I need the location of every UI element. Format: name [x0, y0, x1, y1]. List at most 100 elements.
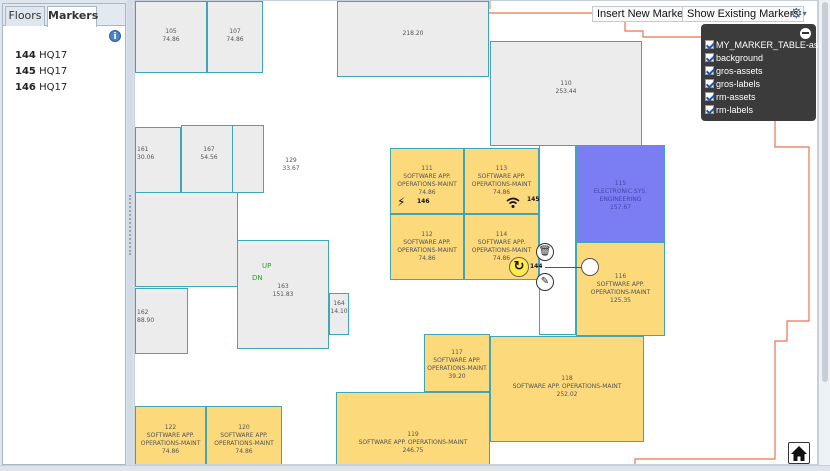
room-area: 74.86	[492, 255, 511, 262]
layer-checkbox[interactable]	[705, 53, 714, 62]
room-163[interactable]: 163 151.83	[237, 240, 329, 349]
room-107[interactable]: 107 74.86	[207, 1, 263, 73]
corridor	[539, 145, 576, 335]
room-number: 161	[137, 146, 149, 153]
insert-new-marker-button[interactable]: Insert New Marker	[592, 6, 692, 22]
room-area: 74.86	[418, 189, 436, 196]
map-marker-145[interactable]: 145	[506, 194, 540, 208]
marker-name: HQ17	[39, 82, 68, 93]
room-122[interactable]: 122 SOFTWARE APP. OPERATIONS-MAINT 74.86	[135, 406, 206, 464]
map-marker-146[interactable]: ⚡ 146	[397, 195, 437, 209]
marker-list-item[interactable]: 145 HQ17	[15, 64, 67, 80]
room-label: ELECTRONIC SYS. ENGINEERING	[593, 188, 648, 203]
marker-name: HQ17	[39, 50, 68, 61]
home-button[interactable]	[788, 442, 810, 464]
room-number: 105	[165, 28, 177, 35]
resize-handle[interactable]	[581, 258, 599, 276]
room-129[interactable]: 129 33.67	[263, 125, 319, 185]
room-area: 74.86	[161, 448, 180, 455]
room-area: 88.90	[137, 317, 155, 324]
layer-row[interactable]: rm-labels	[705, 104, 753, 116]
room-label: SOFTWARE APP. OPERATIONS-MAINT	[471, 173, 532, 188]
layer-row[interactable]: gros-labels	[705, 78, 760, 90]
layer-checkbox[interactable]	[705, 66, 714, 75]
scrollbar-thumb[interactable]	[822, 2, 828, 382]
room-area: 74.86	[162, 36, 180, 43]
stairs-up-label: UP	[262, 262, 272, 270]
room-label: SOFTWARE APP. OPERATIONS-MAINT	[471, 239, 532, 254]
room-105[interactable]: 105 74.86	[135, 1, 207, 73]
room-closet[interactable]	[232, 125, 264, 193]
room-117[interactable]: 117 SOFTWARE APP. OPERATIONS-MAINT 39.20	[424, 334, 490, 392]
room-area: 252.02	[556, 391, 578, 398]
room-number: 114	[495, 231, 508, 238]
rotate-marker-icon[interactable]: ↻	[509, 257, 529, 277]
layer-row[interactable]: rm-assets	[705, 91, 756, 103]
room-218[interactable]: 218.20	[337, 1, 489, 77]
room-115[interactable]: 115 ELECTRONIC SYS. ENGINEERING 157.67	[576, 145, 665, 242]
layer-checkbox[interactable]	[705, 105, 714, 114]
room-number: 117	[451, 349, 463, 356]
room-120[interactable]: 120 SOFTWARE APP. OPERATIONS-MAINT 74.86	[206, 406, 282, 464]
marker-number: 144	[15, 50, 36, 61]
room-number: 162	[137, 309, 149, 316]
layer-checkbox[interactable]	[705, 40, 714, 49]
room-label: SOFTWARE APP. OPERATIONS-MAINT	[140, 432, 201, 447]
room-label: SOFTWARE APP. OPERATIONS-MAINT	[397, 239, 457, 254]
marker-label: 145	[527, 196, 540, 203]
settings-menu-button[interactable]: ⚙▾	[790, 5, 814, 23]
room-number: 111	[421, 165, 433, 172]
show-existing-markers-button[interactable]: Show Existing Markers	[682, 6, 804, 22]
room-number: 119	[407, 431, 419, 438]
plug-icon: ⚡	[397, 195, 406, 209]
panel-tabbar: Floors Markers	[3, 4, 125, 27]
marker-number: 146	[15, 82, 36, 93]
layer-label: rm-assets	[716, 92, 756, 102]
edit-marker-icon[interactable]: ✎	[536, 273, 554, 291]
room-111[interactable]: 111 SOFTWARE APP. OPERATIONS-MAINT 74.86	[390, 148, 464, 214]
room-number: 120	[238, 424, 250, 431]
room-label: SOFTWARE APP. OPERATIONS-MAINT	[427, 357, 487, 372]
room-110[interactable]: 110 253.44	[490, 41, 642, 146]
map-scrollbar[interactable]	[818, 0, 830, 465]
marker-list: 144 HQ17 145 HQ17 146 HQ17	[15, 48, 67, 96]
room-open-area[interactable]	[135, 193, 238, 287]
room-number: 167	[203, 146, 215, 153]
room-119[interactable]: 119 SOFTWARE APP. OPERATIONS-MAINT 246.7…	[336, 392, 490, 464]
home-icon	[791, 446, 807, 461]
marker-list-item[interactable]: 144 HQ17	[15, 48, 67, 64]
layer-row[interactable]: background	[705, 52, 763, 64]
resize-handle-line	[545, 267, 581, 268]
tab-markers[interactable]: Markers	[47, 6, 98, 27]
info-icon[interactable]: i	[109, 30, 121, 42]
marker-list-item[interactable]: 146 HQ17	[15, 80, 67, 96]
tab-floors[interactable]: Floors	[5, 6, 45, 26]
room-112[interactable]: 112 SOFTWARE APP. OPERATIONS-MAINT 74.86	[390, 214, 464, 280]
left-panel: Floors Markers i 144 HQ17 145 HQ17 146 H…	[2, 3, 126, 465]
layer-row[interactable]: gros-assets	[705, 65, 763, 77]
marker-label: 144	[530, 263, 543, 270]
room-116[interactable]: 116 SOFTWARE APP. OPERATIONS-MAINT 125.3…	[576, 242, 665, 336]
room-number: 116	[614, 273, 627, 280]
room-164[interactable]: 164 14.10	[329, 293, 349, 335]
gear-icon: ⚙	[790, 6, 803, 22]
collapse-layers-icon[interactable]	[800, 28, 811, 39]
room-number: 110	[560, 80, 572, 87]
room-number: 107	[229, 28, 241, 35]
delete-marker-icon[interactable]: 🗑	[536, 243, 554, 261]
room-area: 125.35	[610, 297, 631, 304]
layer-checkbox[interactable]	[705, 92, 714, 101]
splitter-grip[interactable]	[129, 195, 131, 255]
room-113[interactable]: 113 SOFTWARE APP. OPERATIONS-MAINT 74.86	[464, 148, 539, 214]
room-number: 113	[495, 165, 508, 172]
layer-checkbox[interactable]	[705, 79, 714, 88]
room-118[interactable]: 118 SOFTWARE APP. OPERATIONS-MAINT 252.0…	[490, 336, 644, 442]
room-167[interactable]: 167 54.56	[181, 125, 237, 193]
room-label: SOFTWARE APP. OPERATIONS-MAINT	[214, 432, 274, 447]
room-161[interactable]: 161 30.06	[135, 127, 181, 193]
room-number: 118	[561, 375, 573, 382]
room-162[interactable]: 162 88.90	[135, 288, 188, 354]
layer-row[interactable]: MY_MARKER_TABLE-assets	[705, 39, 830, 51]
room-label: SOFTWARE APP. OPERATIONS-MAINT	[358, 439, 468, 446]
